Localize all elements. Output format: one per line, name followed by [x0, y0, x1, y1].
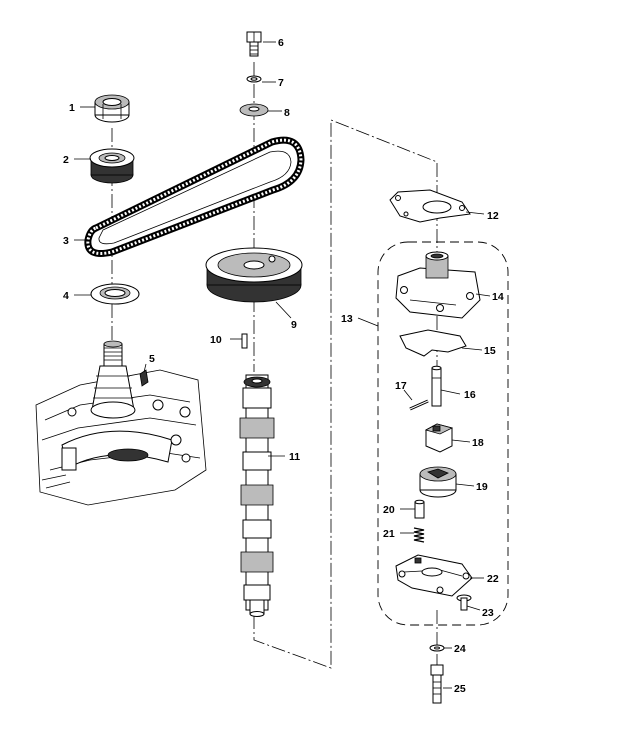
callout-20: 20 — [383, 504, 395, 516]
part-17-pin — [409, 399, 429, 411]
callout-13: 13 — [341, 313, 353, 325]
callout-4: 4 — [63, 290, 69, 302]
part-11-camshaft — [239, 374, 275, 617]
part-10-pin — [241, 333, 248, 349]
callout-25: 25 — [454, 683, 466, 695]
callout-5: 5 — [149, 353, 155, 365]
callout-22: 22 — [487, 573, 499, 585]
part-24-washer — [429, 644, 445, 652]
callout-24: 24 — [454, 643, 466, 655]
leader-lines — [74, 41, 491, 689]
part-8-washer — [239, 103, 269, 117]
callout-3: 3 — [63, 235, 69, 247]
part-15-gasket — [399, 329, 467, 357]
callout-6: 6 — [278, 37, 284, 49]
part-25-bolt — [430, 664, 444, 704]
part-4-washer — [90, 283, 140, 305]
part-21-spring — [413, 527, 425, 543]
callout-11: 11 — [289, 451, 300, 463]
part-16-pump-shaft — [431, 365, 442, 407]
engine-block-crankshaft — [35, 340, 207, 506]
part-2-sprocket — [89, 148, 135, 184]
part-7-washer — [246, 75, 262, 83]
part-12-gasket — [389, 189, 471, 223]
part-1-nut — [94, 94, 130, 123]
callout-8: 8 — [284, 107, 290, 119]
callout-1: 1 — [69, 102, 75, 114]
part-20-plunger — [414, 499, 425, 519]
callout-labels: 1 2 3 4 5 6 7 8 9 10 11 12 13 14 15 16 1… — [63, 37, 504, 695]
callout-17: 17 — [395, 380, 407, 392]
callout-9: 9 — [291, 319, 297, 331]
callout-23: 23 — [482, 607, 494, 619]
part-6-bolt — [246, 31, 262, 57]
part-19-outer-rotor — [419, 466, 457, 498]
part-9-cam-sprocket — [205, 247, 303, 303]
callout-12: 12 — [487, 210, 499, 222]
callout-10: 10 — [210, 334, 222, 346]
part-22-pump-cover — [395, 554, 473, 597]
callout-19: 19 — [476, 481, 488, 493]
callout-14: 14 — [492, 291, 504, 303]
callout-2: 2 — [63, 154, 69, 166]
part-23-screw — [456, 594, 472, 611]
callout-21: 21 — [383, 528, 395, 540]
callout-7: 7 — [278, 77, 284, 89]
part-13-oil-pump-assembly-boundary — [377, 241, 509, 626]
callout-18: 18 — [472, 437, 484, 449]
part-18-inner-rotor — [424, 423, 454, 453]
callout-15: 15 — [484, 345, 496, 357]
callout-16: 16 — [464, 389, 476, 401]
part-3-timing-belt — [84, 136, 305, 257]
part-14-pump-housing — [395, 251, 481, 319]
